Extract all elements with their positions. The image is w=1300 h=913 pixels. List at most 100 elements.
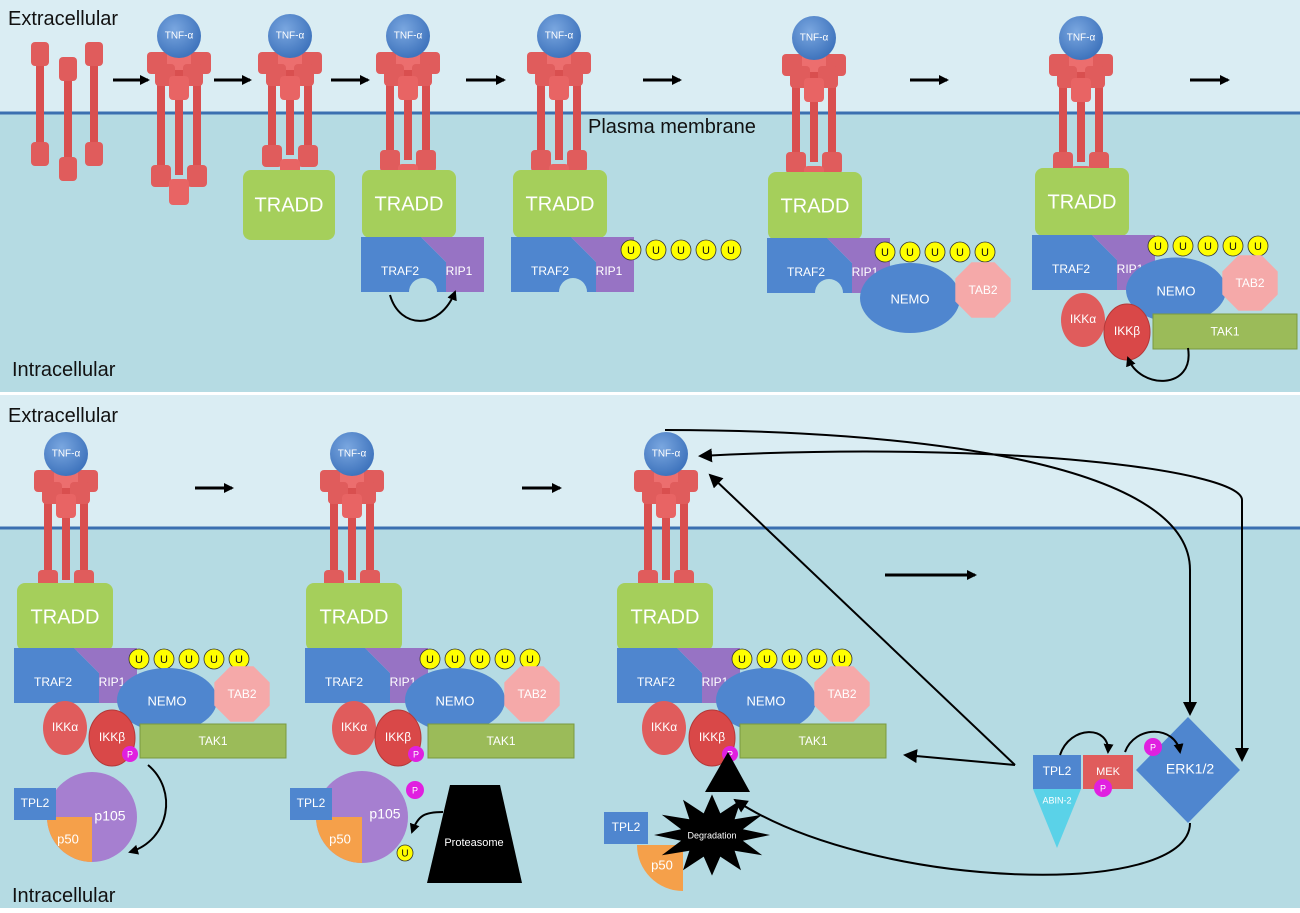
ubiquitin-label: U [906,247,914,259]
phosphate-label: P [412,785,418,795]
phosphate [406,781,424,799]
receptor-stalk [44,488,52,580]
tnf-alpha-label: TNF-α [545,31,574,42]
ikk-beta-label: IKKβ [1114,324,1140,338]
erk-protein [1136,717,1240,823]
ubiquitin-label: U [788,654,796,666]
tradd-label: TRADD [375,193,444,215]
traf2-protein [1032,235,1117,290]
tak1-protein [139,723,287,759]
p50-protein [637,845,683,891]
tak1-label: TAK1 [798,734,827,748]
ubiquitin-label: U [401,849,408,860]
phosphate-label: P [1100,783,1106,793]
receptor-head [398,76,418,100]
tnf-alpha-label: TNF-α [338,449,367,460]
ubiquitin [695,239,717,261]
label-plasma-membrane: Plasma membrane [588,116,756,138]
receptor-monomer-tail [59,157,77,181]
tpl2-to-tnf-arrow [708,473,1016,766]
receptor-stalk [792,72,800,162]
ikk-p105-arrow [128,764,168,855]
ubiquitin [899,241,921,263]
label-extracellular-top: Extracellular [8,8,118,30]
ubiquitin-label: U [627,245,635,257]
ikk-alpha-label: IKKα [341,720,367,734]
receptor-stalk [644,488,652,580]
receptor-stalk [175,70,183,175]
p105-label: p105 [369,806,400,822]
ubiquitin [731,648,753,670]
traf2-protein [617,648,702,703]
ubiquitin [620,239,642,261]
ubiquitin [949,241,971,263]
nemo-protein [405,668,505,732]
phosphate-label: P [127,749,133,759]
tnf-alpha-label: TNF-α [165,31,194,42]
tnf-receptor-trimer: TNF-α [527,14,591,190]
ikk-beta-label: IKKβ [699,730,725,744]
nemo-label: NEMO [1157,283,1196,298]
nemo-label: NEMO [747,693,786,708]
receptor-stalk [80,488,88,580]
label-intracellular-top: Intracellular [12,359,116,381]
ikk-alpha-protein [642,701,686,755]
ubiquitin-label: U [1179,241,1187,253]
ubiquitin [178,648,200,670]
nemo-label: NEMO [436,693,475,708]
tak1-label: TAK1 [486,734,515,748]
proteasome-arrow [409,811,444,834]
mek-label: MEK [1096,766,1121,778]
ikk-beta-label: IKKβ [385,730,411,744]
ubiquitin [396,844,414,862]
ubiquitin-label: U [1229,241,1237,253]
ubiquitin [469,648,491,670]
receptor-stalk [810,72,818,162]
tradd-label: TRADD [1048,191,1117,213]
ubiquitin-label: U [476,654,484,666]
tnf-to-erk-arrow [664,429,1197,716]
ubiquitin [720,239,742,261]
receptor-stalk [1095,72,1103,162]
receptor-head [1071,78,1091,102]
ubiquitin-label: U [160,654,168,666]
tnf-alpha-ligand [644,432,688,476]
receptor-stalk [680,488,688,580]
ubiquitin-label: U [981,247,989,259]
nemo-protein [1126,257,1226,323]
receptor-stalk [268,70,276,155]
tpl2-protein [1033,755,1081,789]
tpl2-protein [14,788,56,820]
receptor-head [656,494,676,518]
ubiquitin [1222,235,1244,257]
tpl2-to-ikk-arrow [903,749,1016,766]
tnf-alpha-label: TNF-α [800,33,829,44]
traf2-protein [14,648,99,703]
nemo-protein [117,668,217,732]
erk-label: ERK1/2 [1166,761,1214,777]
ubiquitin-label: U [526,654,534,666]
degradation-label: Degradation [687,830,736,840]
p50-label: p50 [57,831,79,846]
traf2-label: TRAF2 [637,675,675,689]
tradd-protein [513,170,607,238]
ubiquitin-label: U [727,245,735,257]
tpl2-protein [604,812,648,844]
ubiquitin [670,239,692,261]
tnf-alpha-label: TNF-α [394,31,423,42]
tnf-alpha-ligand [386,14,430,58]
tradd-label: TRADD [631,606,700,628]
ubiquitin [974,241,996,263]
receptor-head [342,494,362,518]
receptor-tail [380,150,400,172]
tak1-protein [1152,313,1298,350]
tpl2-label: TPL2 [21,796,50,810]
ikk-alpha-protein [1061,293,1105,347]
tnf-alpha-ligand [330,432,374,476]
tpl2-label: TPL2 [1043,764,1072,778]
ubiquitination-arrow [389,290,457,322]
receptor-monomer-stalk [90,50,98,160]
ubiquitin-label: U [652,245,660,257]
ubiquitin-label: U [738,654,746,666]
